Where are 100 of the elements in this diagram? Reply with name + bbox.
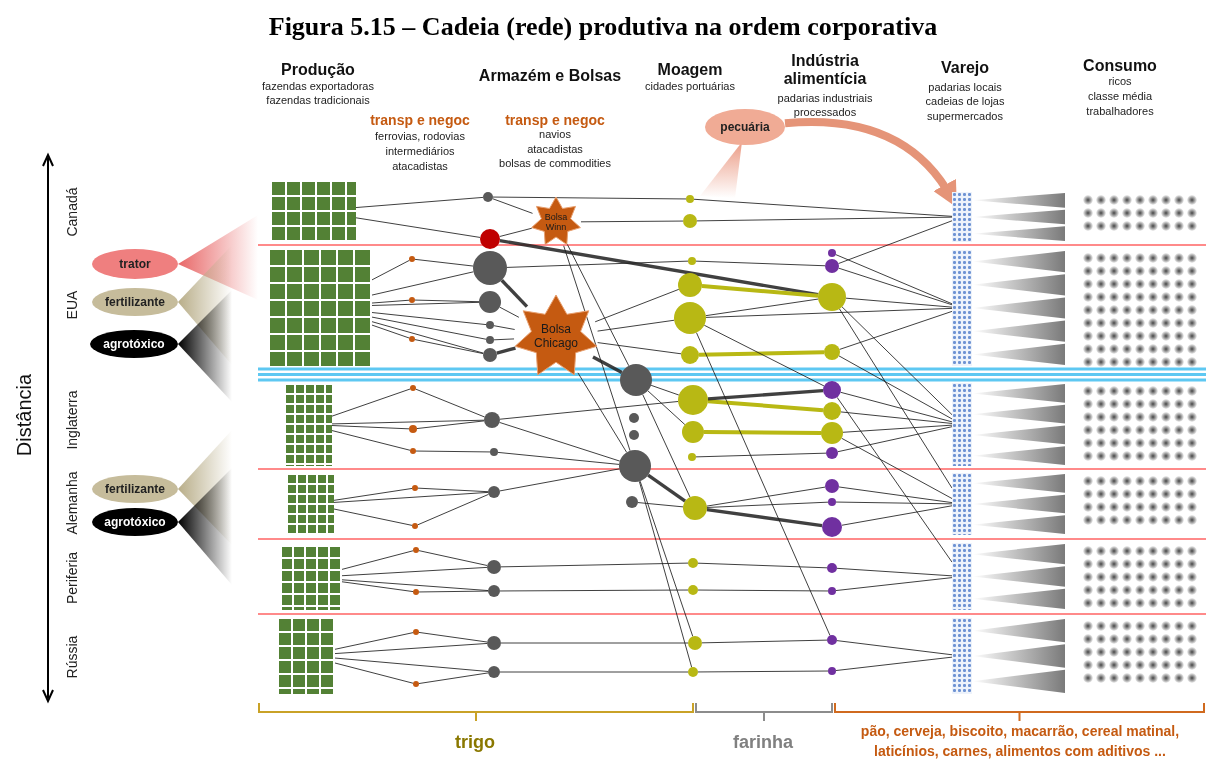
network-dot [827,635,837,645]
connector-line [371,259,410,281]
network-dot [626,496,638,508]
network-dot [821,422,843,444]
connector-line [414,339,484,355]
connector-line [637,502,684,508]
connector-line [334,632,414,650]
network-dot [412,523,418,529]
network-dot [480,229,500,249]
country-label: Alemanha [63,471,81,535]
input-ellipse: agrotóxico [92,508,178,536]
connector-line [418,590,489,593]
network-dot [822,517,842,537]
network-dot [488,666,500,678]
note-text: processados [793,105,857,119]
connector-line [839,310,953,350]
connector-line [499,306,520,318]
farm-plots [284,383,332,466]
farm-plots [270,180,356,242]
axis-label: Distância [12,373,36,457]
connector-line [701,639,828,644]
connector-line [333,508,413,526]
network-dot [488,486,500,498]
network-dot [487,636,501,650]
network-dot [827,563,837,573]
network-dot [688,636,702,650]
connector-line [695,452,827,458]
connector-line [835,577,953,592]
connector-line [341,566,488,577]
connector-line [499,421,621,462]
connector-line [499,401,679,420]
note-text: padarias locais [928,80,1002,94]
connector-line [650,384,680,396]
connector-line [493,325,516,330]
connector-line [835,501,953,505]
network-dot [413,547,419,553]
note-text: fazendas exportadoras [262,79,374,93]
note-text: trabalhadores [1086,104,1154,118]
retail-dots-bar [952,383,972,466]
network-dot [488,585,500,597]
farm-plots [268,248,372,366]
connector-line [417,487,489,493]
network-dot [620,364,652,396]
connector-line [500,562,689,568]
network-dot [619,450,651,482]
note-text: atacadistas [392,159,448,173]
farm-plots [280,545,342,610]
connector-line [838,486,953,504]
note-text: supermercados [927,109,1003,123]
star-label: Bolsa Winn [543,211,569,233]
country-label: Canadá [63,187,81,237]
connector-line [566,243,630,367]
network-dot [688,558,698,568]
connector-line [705,298,819,317]
connector-line [500,642,689,644]
connector-line [371,271,474,296]
connector-line [497,451,620,465]
note-text: padarias industriais [777,91,873,105]
connector-line [835,254,953,305]
input-ellipse: pecuária [705,109,785,145]
connector-line [371,299,410,304]
connector-line [371,321,484,354]
network-dot [674,302,706,334]
connector-line [841,437,953,500]
connector-line [371,301,480,306]
connector-line [840,411,953,424]
connector-line [647,473,687,503]
connector-line [845,297,953,308]
note-text: ricos [1108,74,1132,88]
column-heading: Armazém e Bolsas [478,66,622,86]
connector-line [706,501,829,508]
input-ellipse: agrotóxico [90,330,178,358]
connector-line [592,355,623,374]
connector-line [492,198,534,214]
network-dot [824,344,840,360]
connector-line [355,217,481,238]
connector-line [836,396,953,563]
column-heading: Produção [281,60,355,80]
connector-line [415,450,491,453]
network-dot [490,448,498,456]
connector-line [341,581,414,593]
retail-dots-bar [952,618,972,694]
connector-line [416,420,485,430]
connector-line [838,308,953,489]
connector-line [695,332,831,636]
network-dot [683,214,697,228]
connector-line [698,350,825,357]
connector-line [707,388,824,401]
connector-line [704,430,821,435]
note-text: ferrovias, rodovias [375,129,465,143]
connector-line [705,307,953,318]
connector-line [647,390,686,426]
connector-line [371,316,487,340]
network-dot [484,412,500,428]
column-heading: Moagem [657,60,723,80]
connector-line [594,288,680,323]
network-dot [681,346,699,364]
connector-line [701,284,819,298]
network-dot [686,195,694,203]
connector-line [334,657,489,672]
